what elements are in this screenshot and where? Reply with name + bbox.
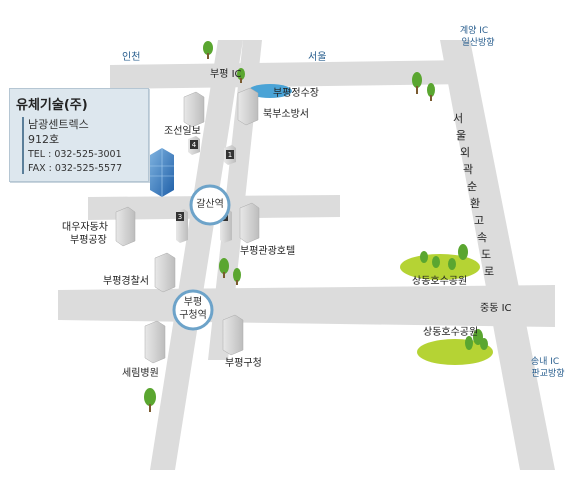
direction-pangyo: 판교방향 [531,369,565,379]
district-office-label: 부평구청 [225,358,262,369]
park-label-upper: 상동호수공원 [412,276,468,287]
daewoo-label-line1: 대우자동차 [62,222,108,233]
water-plant-label: 부평정수장 [273,88,319,99]
bupyeong-ic-label: 부평 IC [210,69,242,80]
address-unit: 912호 [28,133,60,146]
direction-seoul: 서울 [308,52,327,63]
gucheong-station-label-line1: 부평 [183,297,203,308]
parks [400,254,493,365]
galsan-station-circle [189,184,231,226]
hotel-label: 부평관광호텔 [240,246,296,257]
hospital-label: 세림병원 [122,368,159,379]
police-label: 부평경찰서 [103,276,149,287]
exit-1: 1 [228,151,232,159]
joseon-ilbo-label: 조선일보 [164,126,201,137]
exit-3: 3 [178,213,182,221]
direction-songnae-ic: 송내 IC [530,357,560,367]
water-plant-pond [248,84,292,98]
gucheong-station-label-line2: 구청역 [179,310,207,321]
direction-ilsan: 일산방향 [461,38,495,48]
company-fax: FAX : 032-525-5577 [28,163,123,174]
company-name: 유체기술(주) [16,98,88,113]
address-building: 남광센트렉스 [28,118,89,131]
daewoo-label-line2: 부평공장 [70,235,107,246]
galsan-station-label: 갈산역 [196,199,224,210]
park-area-upper [400,254,480,280]
fire-station-label: 북부소방서 [263,109,309,120]
trees [144,41,488,412]
company-tel: TEL : 032-525-3001 [28,149,122,160]
gucheong-station-circle [172,289,214,331]
info-divider [22,117,24,174]
station-markers [172,184,231,331]
buildings [115,87,260,364]
park-label-lower: 상동호수공원 [423,327,479,338]
company-info-box: 유체기술(주) 남광센트렉스 912호 TEL : 032-525-3001 F… [9,88,149,182]
jungdong-ic-label: 중동 IC [480,303,512,314]
park-area-lower [417,339,493,365]
exit-4: 4 [192,141,197,149]
direction-incheon: 인천 [122,52,141,63]
direction-gyeyang-ic: 계양 IC [459,26,489,36]
